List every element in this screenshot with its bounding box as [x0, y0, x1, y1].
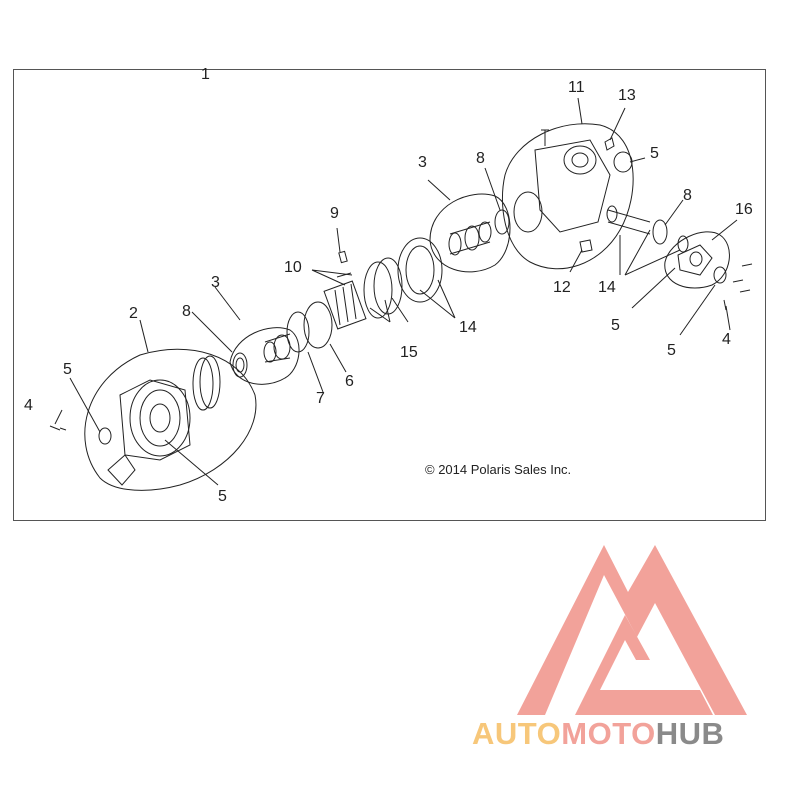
leader-lines: [54, 97, 738, 486]
logo-triangle-inner: [575, 615, 713, 715]
callout-12: 12: [553, 279, 571, 296]
callout-labels: 1 2 3 3 4 4 5 5 5 5 5 6 7 8 8 8 9 10 11 …: [24, 66, 753, 505]
callout-1: 1: [201, 66, 210, 83]
callout-10: 10: [284, 259, 302, 276]
callout-5-left: 5: [63, 361, 72, 378]
plug-13: [604, 137, 615, 151]
callout-9: 9: [330, 205, 339, 222]
callout-13: 13: [618, 87, 636, 104]
pin-9: [338, 250, 348, 264]
logo-triangle-outer: [517, 545, 747, 715]
callout-15: 15: [400, 344, 418, 361]
main-housing: [534, 129, 611, 233]
callout-6: 6: [345, 373, 354, 390]
callout-5-top: 5: [650, 145, 659, 162]
gear-shaft-left: [263, 333, 291, 363]
callout-2: 2: [129, 305, 138, 322]
brand-moto: MOTO: [561, 716, 656, 751]
automotohub-logo-mark: [517, 545, 747, 715]
callout-3-left: 3: [211, 274, 220, 291]
output-shaft: [606, 205, 651, 235]
plug-12: [579, 239, 593, 253]
plate-15a: [363, 261, 393, 319]
bearing-8-left-inner: [235, 357, 245, 373]
copyright-notice: © 2014 Polaris Sales Inc.: [425, 462, 571, 477]
seal-left: [98, 427, 112, 445]
bolts-right: [723, 263, 753, 311]
callout-14-mid: 14: [459, 319, 477, 336]
brand-hub: HUB: [655, 716, 725, 751]
group-outline-3-mid: [429, 193, 511, 273]
ring-gear-14-inner: [405, 245, 435, 295]
plate-6: [303, 301, 333, 349]
callout-5-right-b: 5: [667, 342, 676, 359]
ring-left: [199, 355, 221, 409]
callout-5-right-a: 5: [611, 317, 620, 334]
bolt-left: [49, 425, 67, 431]
bearing-8-mid: [494, 209, 510, 235]
callout-8-left: 8: [182, 303, 191, 320]
callout-14-right: 14: [598, 279, 616, 296]
spring-10: [336, 272, 352, 278]
callout-8-mid: 8: [476, 150, 485, 167]
ring-gear-14: [397, 237, 443, 303]
roller-cage: [323, 280, 367, 330]
diagram-frame: [13, 69, 766, 521]
clip-14: [677, 235, 689, 253]
group-outline-11: [501, 123, 634, 270]
callout-11: 11: [568, 79, 585, 96]
plate-7: [286, 311, 310, 353]
bearing-8-left: [232, 352, 248, 378]
callout-3-mid: 3: [418, 154, 427, 171]
callout-8-right: 8: [683, 187, 692, 204]
callout-5-bottom: 5: [218, 488, 227, 505]
group-outline-16: [664, 231, 730, 289]
seal-5-top: [613, 151, 633, 173]
brand-auto: AUTO: [472, 716, 562, 751]
end-cover: [677, 244, 713, 276]
callout-16: 16: [735, 201, 753, 218]
automotohub-wordmark: AUTOMOTOHUB: [472, 716, 792, 756]
front-housing: [107, 379, 191, 486]
callout-4-left: 4: [24, 397, 33, 414]
ring-left-2: [192, 357, 214, 411]
seal-5-right: [713, 266, 727, 284]
callout-7: 7: [316, 390, 325, 407]
pinion-shaft: [448, 221, 492, 256]
bearing-race: [513, 191, 543, 233]
callout-4-right: 4: [722, 331, 731, 348]
bearing-8-right: [652, 219, 668, 245]
